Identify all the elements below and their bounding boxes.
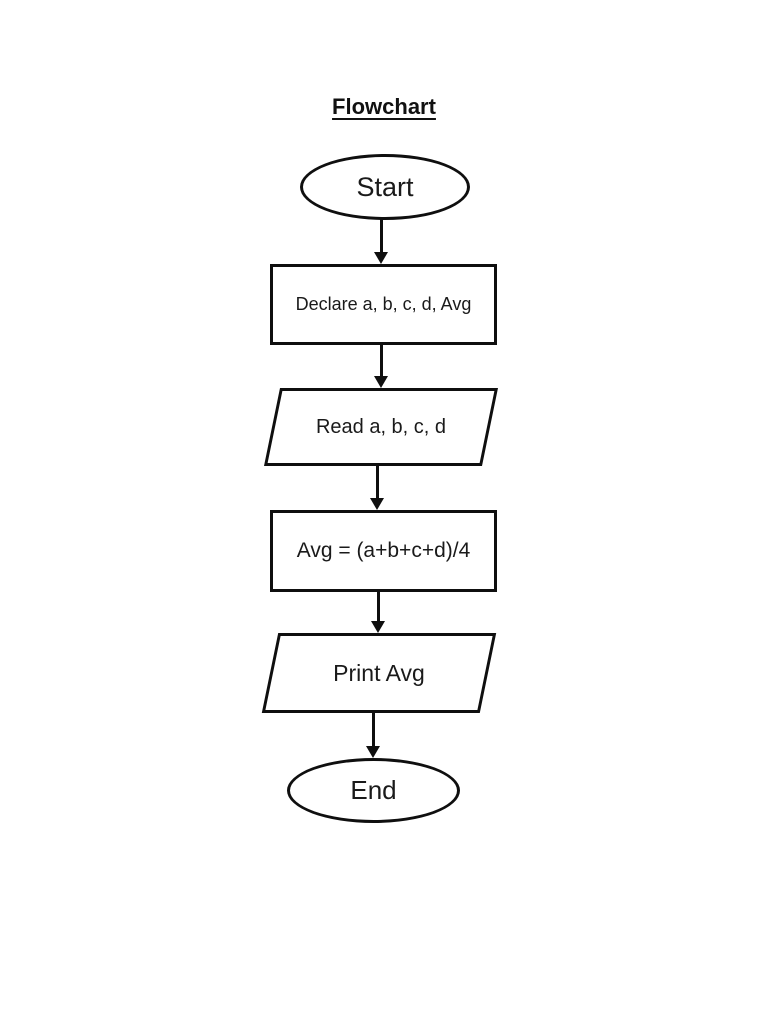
connector-start-to-declare (373, 219, 389, 264)
process-avg-rectangle: Avg = (a+b+c+d)/4 (270, 510, 497, 592)
terminator-end-oval: End (287, 758, 460, 823)
process-declare-rectangle: Declare a, b, c, d, Avg (270, 264, 497, 345)
arrow-down-icon (374, 252, 388, 264)
connector-print-to-end (365, 713, 381, 758)
arrow-stem (379, 345, 383, 379)
connector-avg-to-print (370, 592, 386, 633)
io-print-parallelogram: Print Avg (261, 633, 497, 713)
arrow-stem (375, 466, 379, 501)
end-label: End (350, 775, 397, 805)
arrow-down-icon (366, 746, 380, 758)
arrow-stem (376, 592, 380, 624)
io-read-parallelogram: Read a, b, c, d (263, 388, 499, 466)
avg-label: Avg = (a+b+c+d)/4 (296, 539, 471, 562)
declare-label: Declare a, b, c, d, Avg (295, 294, 472, 314)
arrow-down-icon (374, 376, 388, 388)
arrow-stem (379, 219, 383, 255)
start-label: Start (356, 171, 414, 202)
arrow-down-icon (371, 621, 385, 633)
terminator-start-oval: Start (300, 154, 470, 220)
connector-read-to-avg (369, 466, 385, 510)
print-label: Print Avg (333, 659, 425, 686)
arrow-stem (371, 713, 375, 749)
arrow-down-icon (370, 498, 384, 510)
read-label: Read a, b, c, d (315, 415, 447, 438)
flowchart-title: Flowchart (332, 94, 436, 119)
connector-declare-to-read (373, 345, 389, 388)
